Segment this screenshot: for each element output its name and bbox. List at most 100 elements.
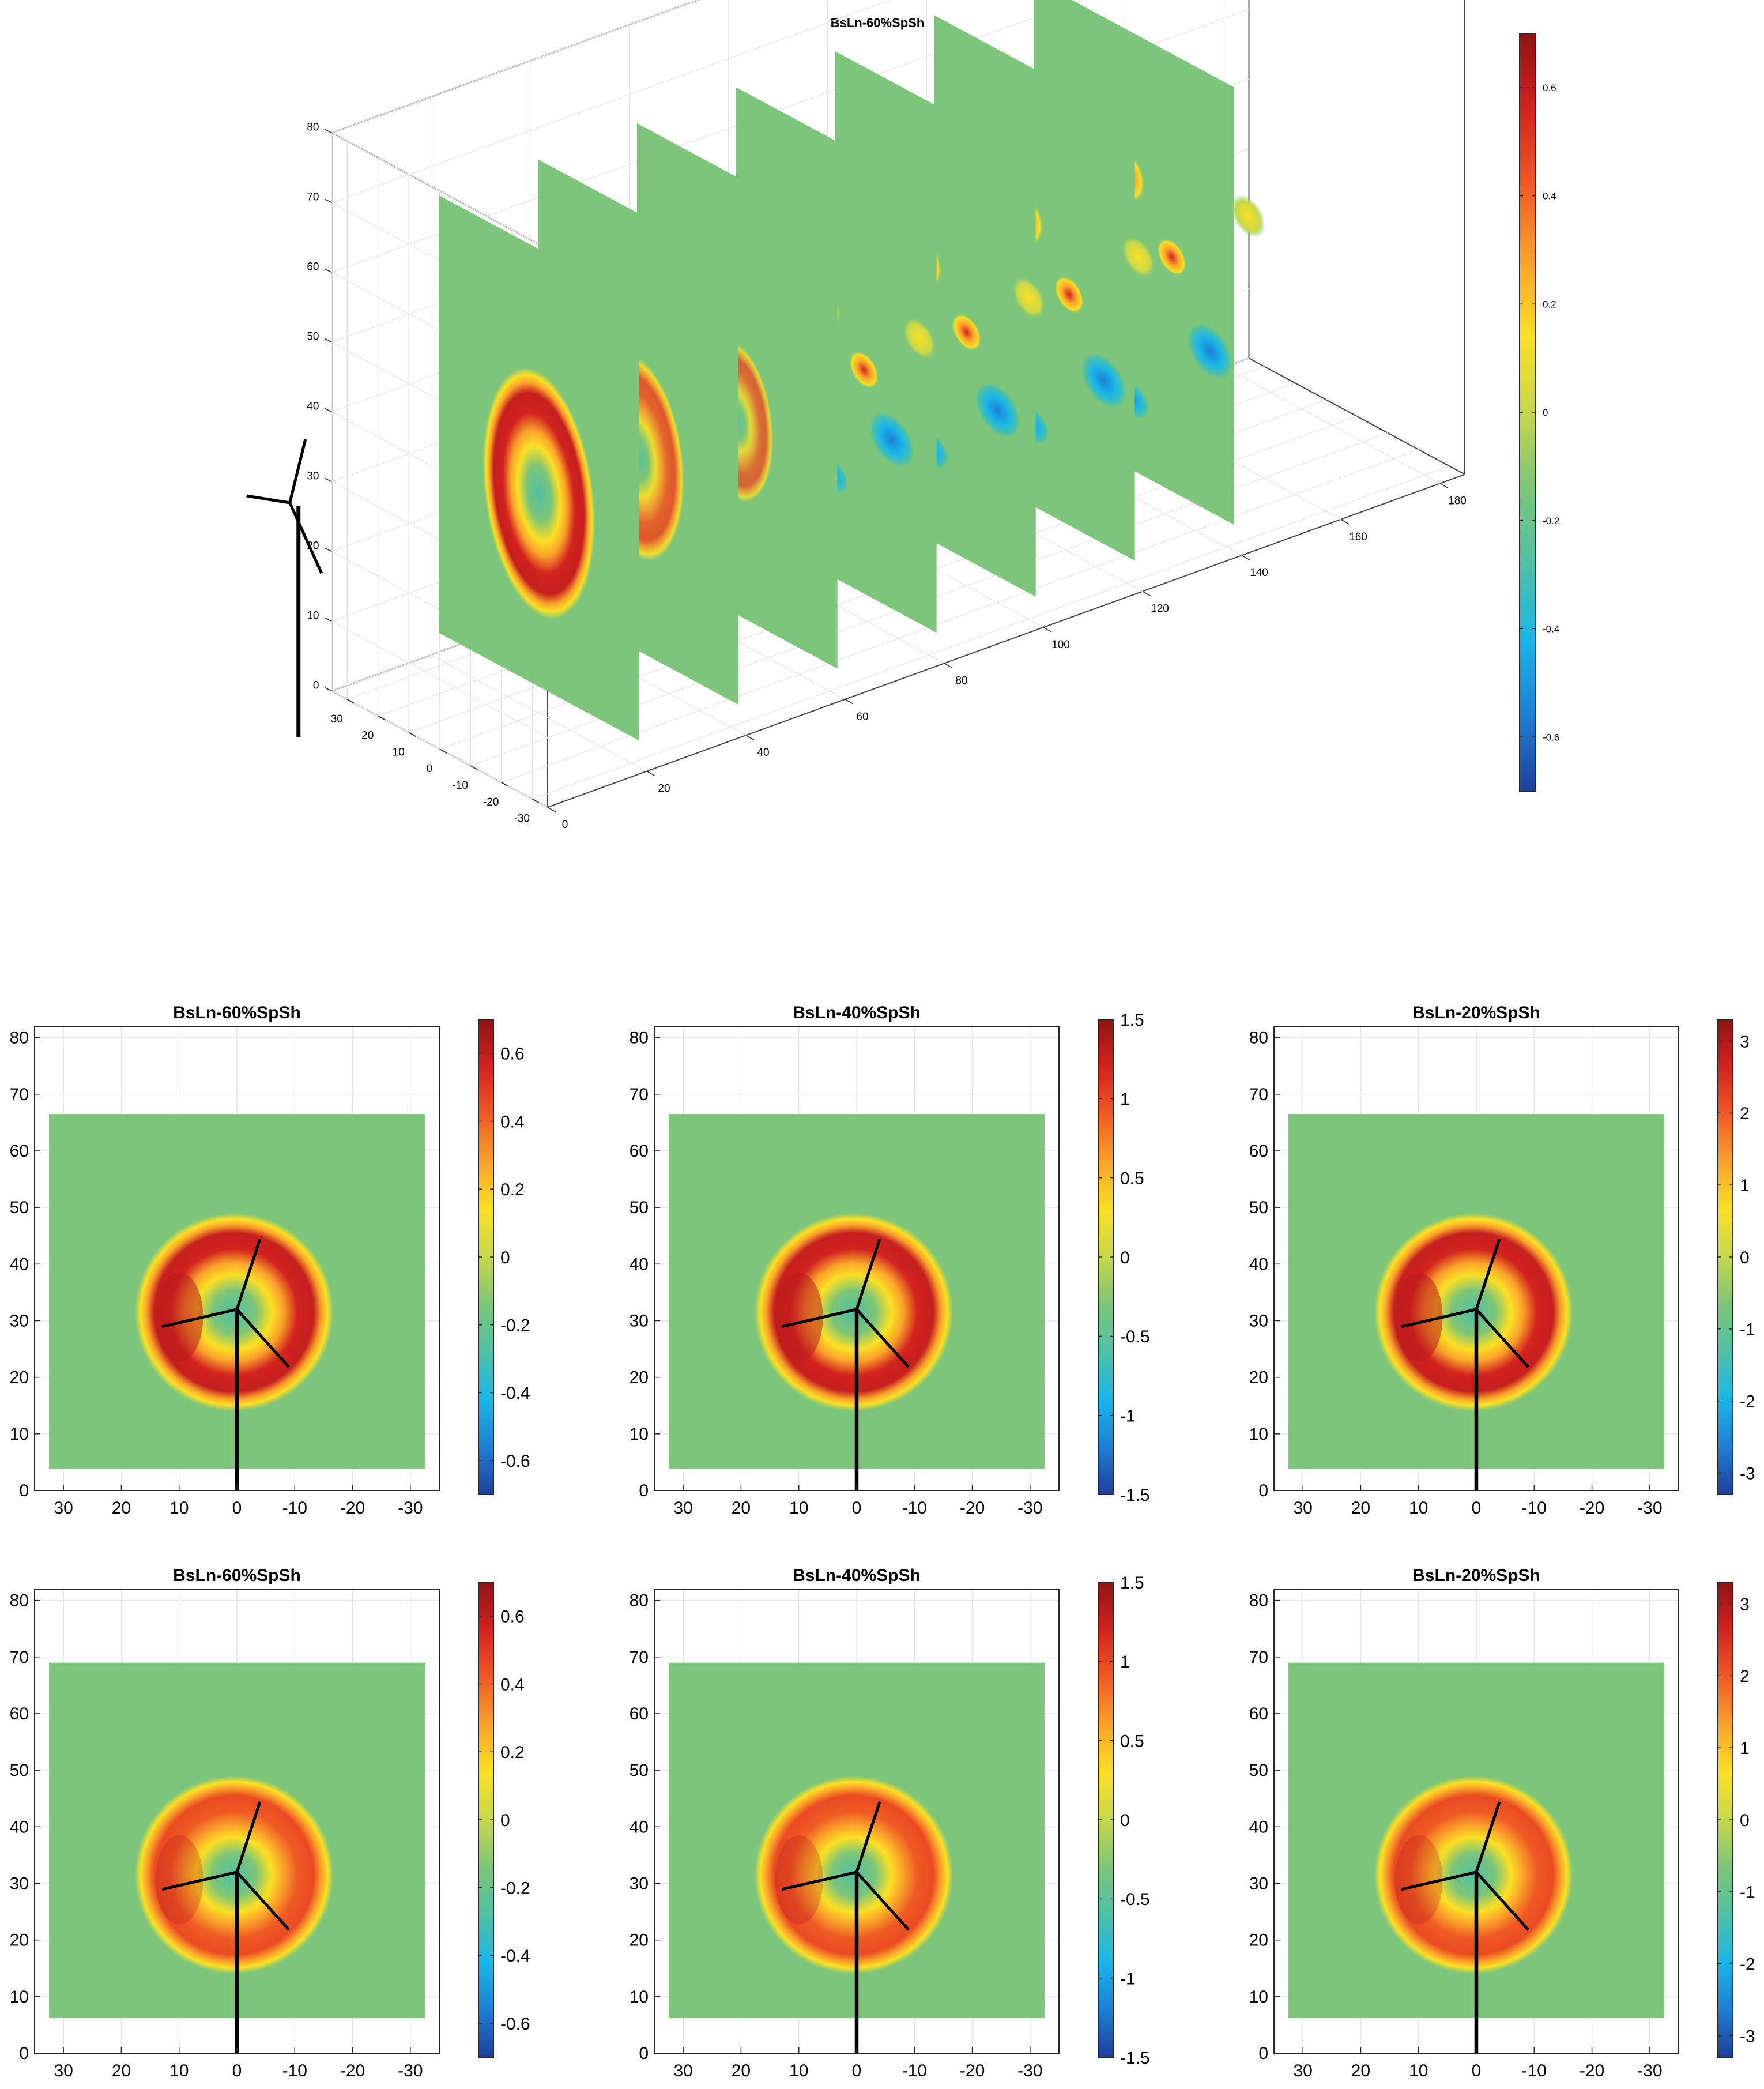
- colorbar-tick-label: -0.6: [500, 2015, 530, 2034]
- z-tick: [325, 268, 332, 273]
- colorbar-tick-label: -0.4: [1543, 624, 1559, 635]
- turbine-blade: [855, 1239, 881, 1310]
- colorbar-tick-label: -0.6: [500, 1452, 530, 1471]
- z-tick: [325, 477, 332, 483]
- x-tick-label: -10: [282, 2061, 307, 2080]
- z-tick-label: 60: [307, 261, 319, 273]
- z-tick: [325, 408, 332, 413]
- y-tick-label: 10: [1249, 1425, 1268, 1444]
- y-tick-label: -20: [483, 796, 499, 808]
- y-tick-label: 60: [630, 1704, 649, 1723]
- y-tick-label: 60: [1249, 1142, 1268, 1161]
- z-tick: [325, 547, 332, 552]
- wake-structure: [868, 411, 915, 468]
- x-tick-label: -20: [960, 2061, 985, 2080]
- wake-structure: [849, 351, 879, 389]
- turbine-blade: [1401, 1870, 1477, 1891]
- y-tick-label: 50: [10, 1198, 29, 1217]
- y-tick-label: 40: [10, 1817, 29, 1836]
- colorbar-tick-label: -1: [1740, 1883, 1755, 1902]
- wind-turbine: [161, 1239, 290, 1490]
- y-tick-label: 30: [1249, 1874, 1268, 1893]
- colorbar-tick-label: -2: [1740, 1392, 1755, 1411]
- y-tick: [439, 748, 447, 754]
- y-tick-label: 80: [10, 1029, 29, 1048]
- x-tick-label: 20: [1351, 2061, 1370, 2080]
- y-tick-label: 50: [630, 1761, 649, 1780]
- x-tick-label: 120: [1151, 603, 1169, 615]
- turbine-blade: [235, 1239, 262, 1310]
- x-tick-label: -10: [1522, 1499, 1547, 1518]
- colorbar-tick-label: -0.2: [500, 1316, 530, 1335]
- y-tick-label: 40: [1249, 1817, 1268, 1836]
- z-tick-label: 20: [307, 540, 319, 552]
- turbine-blade: [235, 1801, 262, 1873]
- wake-structure: [1080, 352, 1127, 409]
- panel-title: BsLn-60%SpSh: [173, 1003, 301, 1022]
- x-tick-label: 30: [54, 2061, 73, 2080]
- colorbar-tick-label: 0.6: [500, 1608, 525, 1627]
- colorbar-tick-label: 0: [1120, 1811, 1130, 1830]
- x-tick-label: 100: [1051, 639, 1070, 651]
- x-tick: [845, 699, 854, 705]
- x-tick-label: 140: [1250, 567, 1268, 579]
- x-tick-label: -10: [1522, 2061, 1547, 2080]
- slice-content: [483, 367, 595, 619]
- y-tick-label: 0: [639, 2044, 649, 2063]
- y-tick-label: 20: [361, 730, 374, 742]
- y-tick-label: 0: [19, 2044, 29, 2063]
- panel-title: BsLn-40%SpSh: [793, 1566, 921, 1585]
- velocity-ring: [483, 367, 595, 619]
- chart-title: BsLn-60%SpSh: [831, 16, 925, 30]
- turbine-blade: [1475, 1871, 1529, 1931]
- y-tick: [408, 732, 416, 737]
- x-tick-label: 0: [232, 1499, 242, 1518]
- y-tick-label: 10: [10, 1988, 29, 2007]
- turbine-blade: [288, 502, 323, 574]
- grid-line: [331, 0, 699, 134]
- y-tick-label: 30: [630, 1874, 649, 1893]
- x-tick-label: 40: [757, 747, 769, 759]
- y-tick-label: 40: [630, 1255, 649, 1274]
- z-tick-label: 50: [307, 330, 319, 342]
- y-tick-label: 40: [630, 1817, 649, 1836]
- y-tick: [378, 715, 386, 721]
- turbine-blade: [781, 1308, 857, 1328]
- x-tick-label: 30: [1293, 2061, 1312, 2080]
- x-tick-label: -30: [1017, 1499, 1042, 1518]
- colorbar-tick-label: 3: [1740, 1595, 1750, 1614]
- colorbar-tick-label: -0.4: [500, 1384, 530, 1403]
- wake-structure: [1230, 194, 1265, 238]
- wake-structure: [1186, 323, 1233, 380]
- y-tick-label: 50: [630, 1198, 649, 1217]
- x-tick-label: 10: [789, 2061, 808, 2080]
- x-tick: [1439, 483, 1449, 489]
- y-tick-label: 80: [10, 1591, 29, 1610]
- y-tick-label: -10: [453, 780, 468, 792]
- x-tick-label: -20: [340, 1499, 365, 1518]
- slice-planes: [438, 0, 1265, 741]
- x-tick-label: 0: [1472, 2061, 1482, 2080]
- wind-turbine: [1401, 1239, 1529, 1490]
- y-tick-label: 50: [1249, 1198, 1268, 1217]
- colorbar-tick-label: -1: [1120, 1969, 1136, 1988]
- y-tick-label: 30: [630, 1311, 649, 1330]
- x-tick-label: -20: [1580, 1499, 1604, 1518]
- y-tick-label: 70: [630, 1085, 649, 1104]
- y-tick-label: 0: [639, 1481, 649, 1500]
- colorbar-tick-label: 0.4: [500, 1112, 525, 1131]
- ring-peak: [775, 1273, 823, 1362]
- colorbar-tick-label: 1: [1740, 1176, 1750, 1195]
- x-tick-label: -30: [398, 1499, 423, 1518]
- turbine-blade: [288, 439, 307, 503]
- x-tick-label: 20: [1351, 1499, 1370, 1518]
- y-tick-label: 70: [1249, 1085, 1268, 1104]
- colorbar-tick-label: 0: [500, 1248, 510, 1267]
- colorbar-tick-label: -1.5: [1120, 1486, 1150, 1505]
- y-tick-label: 60: [10, 1142, 29, 1161]
- x-tick: [1043, 627, 1052, 633]
- y-tick-label: 40: [1249, 1255, 1268, 1274]
